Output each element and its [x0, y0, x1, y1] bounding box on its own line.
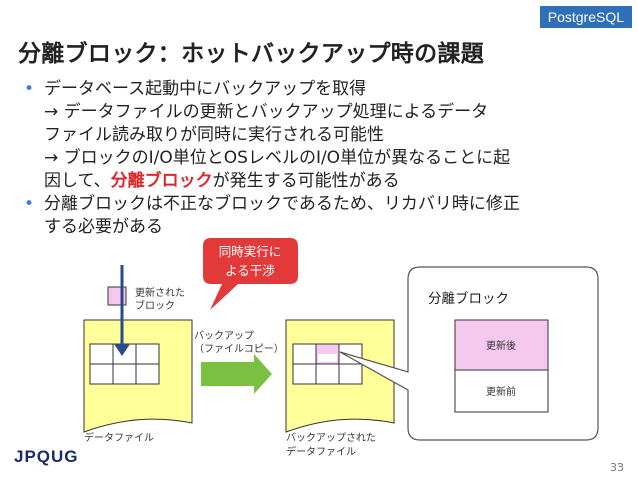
interference-callout: [203, 238, 298, 310]
split-block-highlight: 分離ブロック: [110, 171, 213, 191]
bullet-1-line-3: ファイル読み取りが同時に実行される可能性: [44, 125, 384, 145]
after-update-label: 更新後: [486, 339, 516, 352]
bullet-dot: •: [24, 194, 35, 214]
callout-line-2: よる干渉: [225, 263, 275, 278]
logo-text: JPQUG: [14, 447, 79, 466]
product-tag: PostgreSQL: [539, 6, 632, 28]
bullet-2: • 分離ブロックは不正なブロックであるため、リカバリ時に修正 する必要がある: [22, 193, 622, 239]
slide-title: 分離ブロック：ホットバックアップ時の課題: [18, 41, 484, 67]
bullet-dot: •: [24, 79, 35, 99]
bullet-1-line-4: → ブロックのI/O単位とOSレベルのI/O単位が異なることに起: [44, 148, 511, 168]
data-file-label: データファイル: [84, 431, 154, 444]
callout-line-1: 同時実行に: [219, 244, 282, 259]
write-arrow-head: [114, 344, 130, 356]
bullet-1-line-1: データベース起動中にバックアップを取得: [44, 79, 367, 99]
updated-block-label-1: 更新された: [135, 286, 185, 299]
bullet-1-line-5-end: が発生する可能性がある: [212, 171, 400, 191]
split-block-title: 分離ブロック: [428, 290, 509, 307]
before-update-half: [454, 369, 549, 413]
page-number: 33: [610, 461, 624, 474]
after-update-half: [454, 319, 549, 371]
bullet-1-line-5-start: 因して、: [44, 171, 111, 191]
before-update-label: 更新前: [486, 385, 516, 398]
bullet-1: • データベース起動中にバックアップを取得 → データファイルの更新とバックアッ…: [22, 78, 622, 193]
bullet-list: • データベース起動中にバックアップを取得 → データファイルの更新とバックアッ…: [22, 78, 622, 239]
bullet-2-line-2: する必要がある: [44, 217, 163, 237]
bullet-1-line-5: 因して、分離ブロックが発生する可能性がある: [44, 170, 622, 193]
backup-label-1: バックアップ: [194, 330, 254, 342]
split-block-bottom: [318, 354, 337, 362]
backup-file-label-2: データファイル: [286, 445, 356, 458]
backup-arrow: [201, 354, 272, 394]
data-file-grid: [89, 343, 160, 385]
backup-label-2: （ファイルコピー）: [194, 343, 284, 355]
split-block-top: [318, 346, 337, 354]
bullet-1-line-2: → データファイルの更新とバックアップ処理によるデータ: [44, 102, 489, 122]
bullet-2-line-1: 分離ブロックは不正なブロックであるため、リカバリ時に修正: [44, 194, 520, 214]
updated-block-label-2: ブロック: [135, 299, 175, 312]
backup-file-label-1: バックアップされた: [286, 432, 376, 444]
jpoug-logo: JPQUG: [14, 447, 79, 467]
